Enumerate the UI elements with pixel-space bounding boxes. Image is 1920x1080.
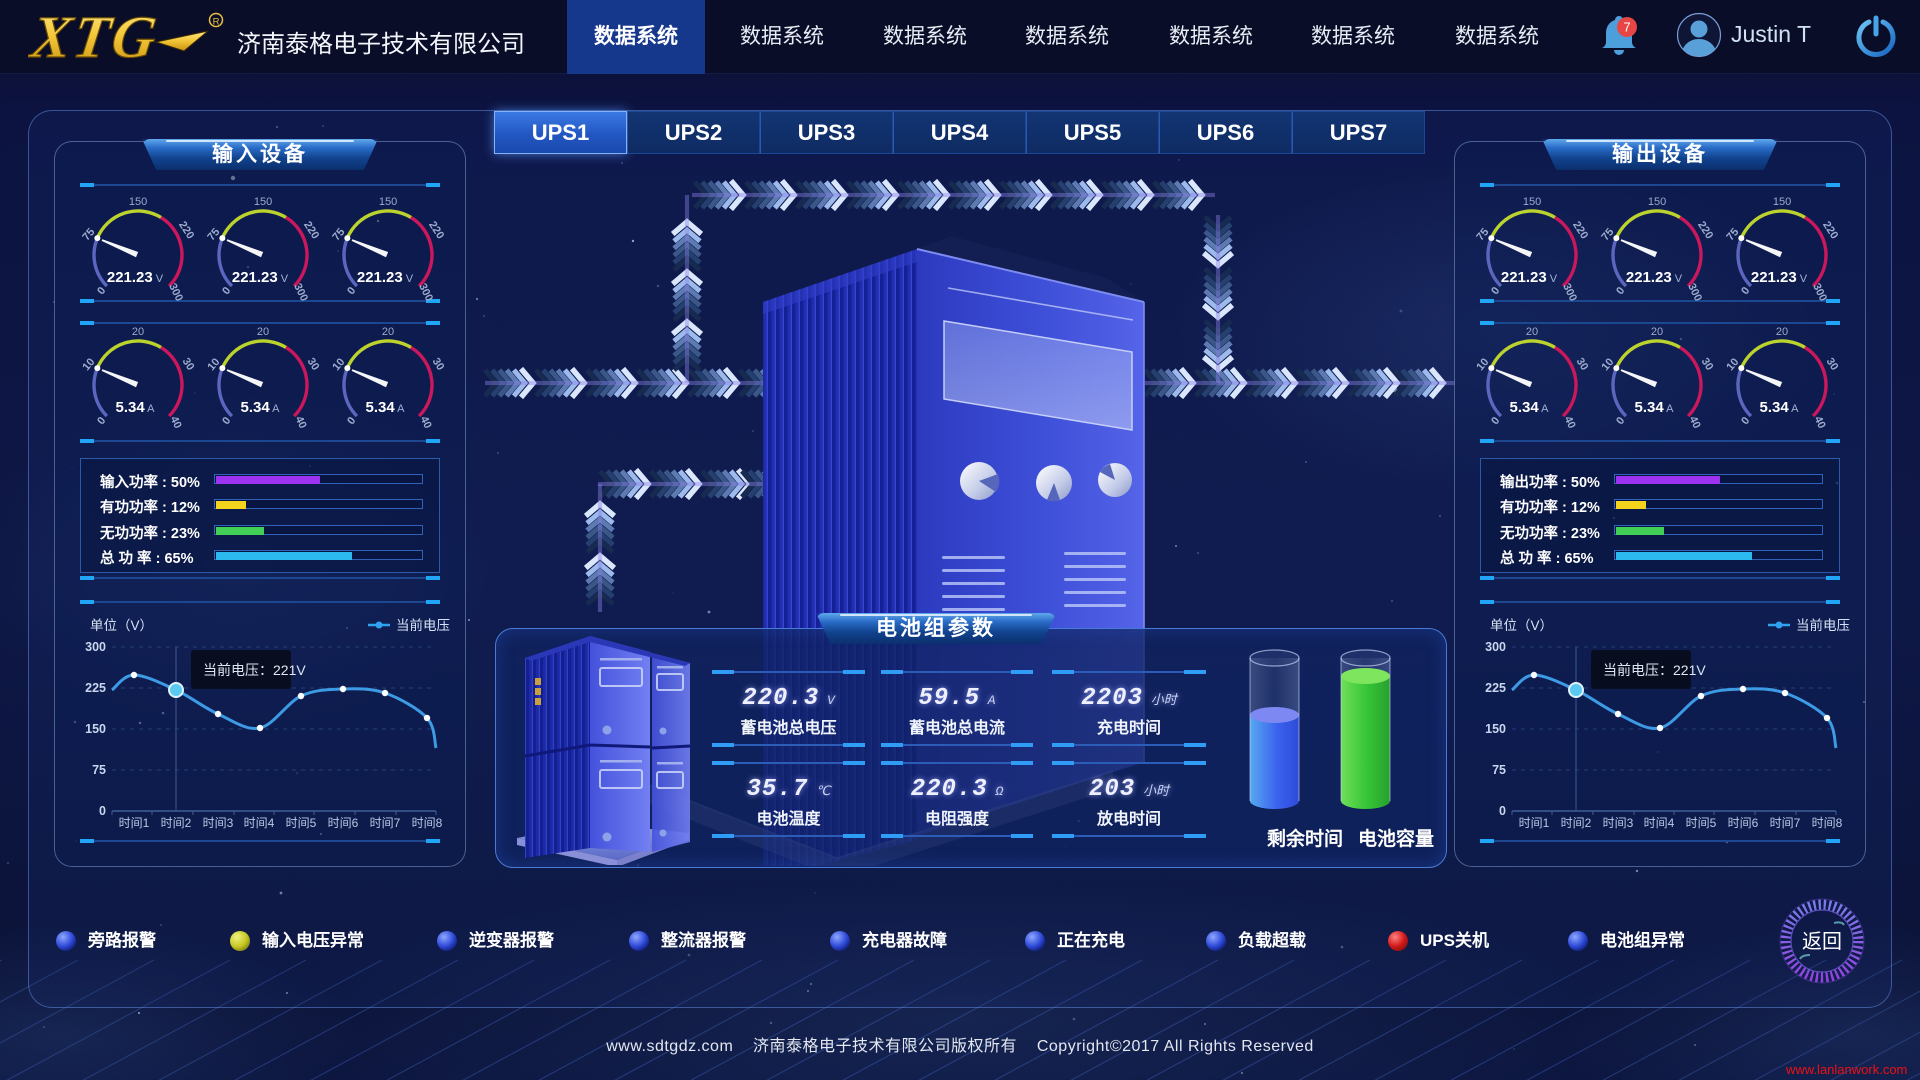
svg-text:时间7: 时间7 [370, 816, 401, 830]
svg-text:时间4: 时间4 [1644, 816, 1675, 830]
svg-text:时间6: 时间6 [1728, 816, 1759, 830]
svg-text:时间8: 时间8 [412, 816, 443, 830]
svg-text:时间7: 时间7 [1770, 816, 1801, 830]
svg-text:时间3: 时间3 [203, 816, 234, 830]
svg-text:150: 150 [1485, 722, 1506, 736]
svg-text:75: 75 [92, 763, 106, 777]
svg-text:225: 225 [1485, 681, 1506, 695]
svg-text:时间3: 时间3 [1603, 816, 1634, 830]
svg-text:时间2: 时间2 [161, 816, 192, 830]
svg-text:单位（V）: 单位（V） [90, 618, 153, 633]
svg-text:时间8: 时间8 [1812, 816, 1843, 830]
svg-text:XTG: XTG [28, 6, 162, 68]
svg-text:时间4: 时间4 [244, 816, 275, 830]
svg-text:返回: 返回 [1802, 930, 1842, 953]
svg-text:时间2: 时间2 [1561, 816, 1592, 830]
svg-text:150: 150 [85, 722, 106, 736]
svg-text:R: R [213, 17, 220, 28]
svg-text:300: 300 [85, 640, 106, 654]
svg-text:单位（V）: 单位（V） [1490, 618, 1553, 633]
svg-text:当前电压：221V: 当前电压：221V [1603, 662, 1706, 678]
svg-text:时间1: 时间1 [1519, 816, 1550, 830]
svg-text:时间1: 时间1 [119, 816, 150, 830]
svg-text:0: 0 [99, 804, 106, 818]
svg-text:当前电压：221V: 当前电压：221V [203, 662, 306, 678]
svg-text:时间5: 时间5 [1686, 816, 1717, 830]
svg-text:7: 7 [1623, 20, 1630, 35]
svg-text:时间6: 时间6 [328, 816, 359, 830]
svg-text:时间5: 时间5 [286, 816, 317, 830]
svg-text:0: 0 [1499, 804, 1506, 818]
svg-text:300: 300 [1485, 640, 1506, 654]
svg-text:225: 225 [85, 681, 106, 695]
svg-text:当前电压: 当前电压 [396, 617, 450, 633]
svg-text:当前电压: 当前电压 [1796, 617, 1850, 633]
svg-text:75: 75 [1492, 763, 1506, 777]
